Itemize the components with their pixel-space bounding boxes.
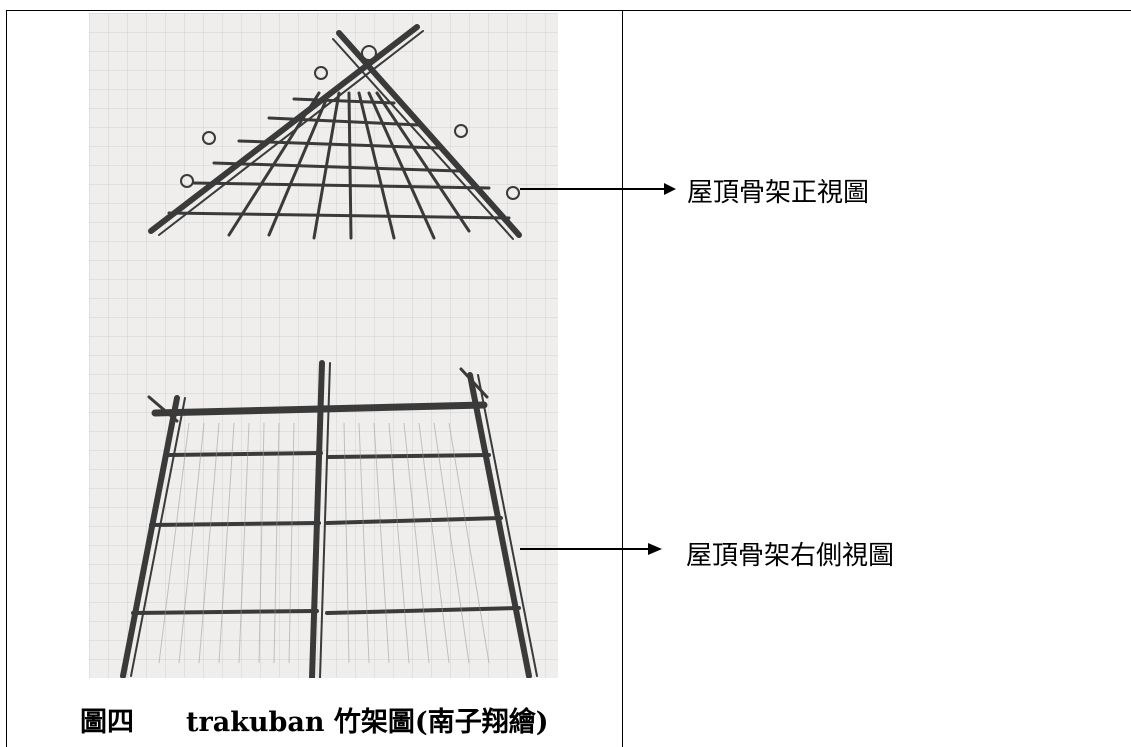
table-column-divider — [622, 10, 623, 747]
front-view-arrow-head — [664, 183, 676, 195]
side-view-label: 屋頂骨架右側視圖 — [686, 541, 895, 571]
table-left-border — [6, 10, 7, 747]
front-view-label: 屋頂骨架正視圖 — [687, 178, 870, 208]
figure-title: trakuban 竹架圖(南子翔繪) — [186, 707, 549, 738]
bamboo-frame-sketch — [120, 24, 538, 678]
side-view-arrow-head — [648, 543, 662, 555]
figure-caption: 圖四 trakuban 竹架圖(南子翔繪) — [80, 700, 548, 739]
sketch-photo — [89, 13, 558, 678]
table-top-border — [6, 10, 1131, 11]
figure-number: 圖四 — [80, 707, 134, 738]
